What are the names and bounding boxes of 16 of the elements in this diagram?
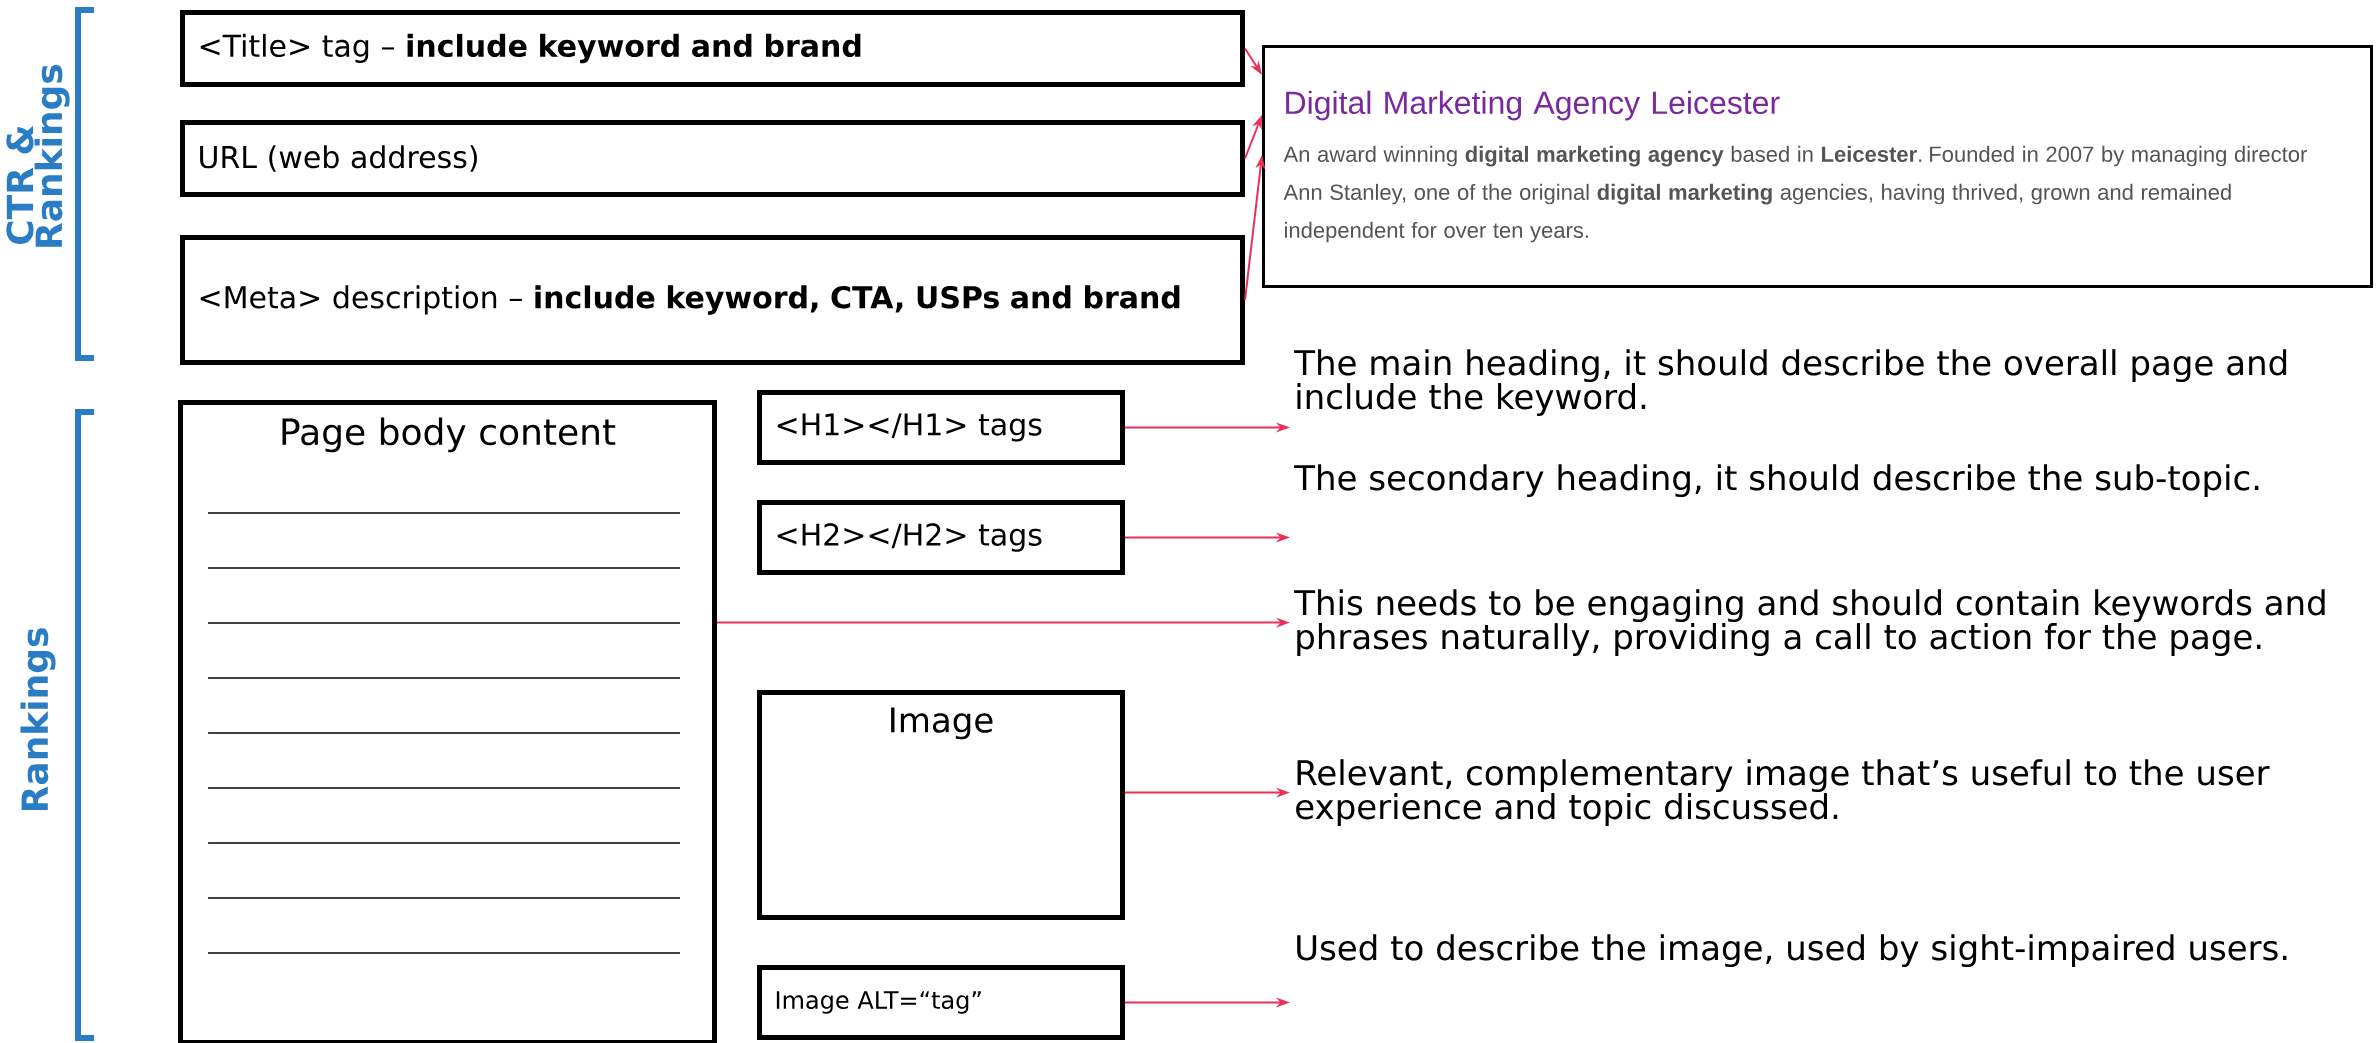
- tag-box: URL (web address): [180, 120, 1245, 197]
- description-text: Used to describe the image, used by sight-impaired users.: [1297, 934, 2287, 968]
- image-box: Image: [757, 690, 1125, 920]
- search-result-box: Digital Marketing Agency Leicester An award winning digital marketing agency based in Leicester. Founded in 2007 by managing director Ann Stanley, one of the original digital marketing agencies, having thrived, grown and remained independent for over ten years.: [1262, 45, 2373, 288]
- tag-box: <Title> tag – include keyword and brand: [180, 10, 1245, 87]
- description-text: The secondary heading, it should describe the sub-topic.: [1294, 464, 2259, 498]
- section-label: Rankings: [20, 628, 56, 811]
- description-text: The main heading, it should describe the overall page and include the keyword.: [1294, 349, 2287, 416]
- tag-box: <Meta> description – include keyword, CTA, USPs and brand: [180, 235, 1245, 365]
- tag-box: <H2></H2> tags: [757, 500, 1125, 575]
- section-label: CTR & Rankings: [6, 64, 70, 247]
- description-text: This needs to be engaging and should contain keywords and phrases naturally, providing a call to action for the page.: [1294, 589, 2325, 656]
- page-body-box: Page body content: [178, 400, 717, 1043]
- tag-box: Image ALT=“tag”: [757, 965, 1125, 1040]
- description-text: Relevant, complementary image that’s useful to the user experience and topic discussed.: [1296, 759, 2270, 826]
- tag-box: <H1></H1> tags: [757, 390, 1125, 465]
